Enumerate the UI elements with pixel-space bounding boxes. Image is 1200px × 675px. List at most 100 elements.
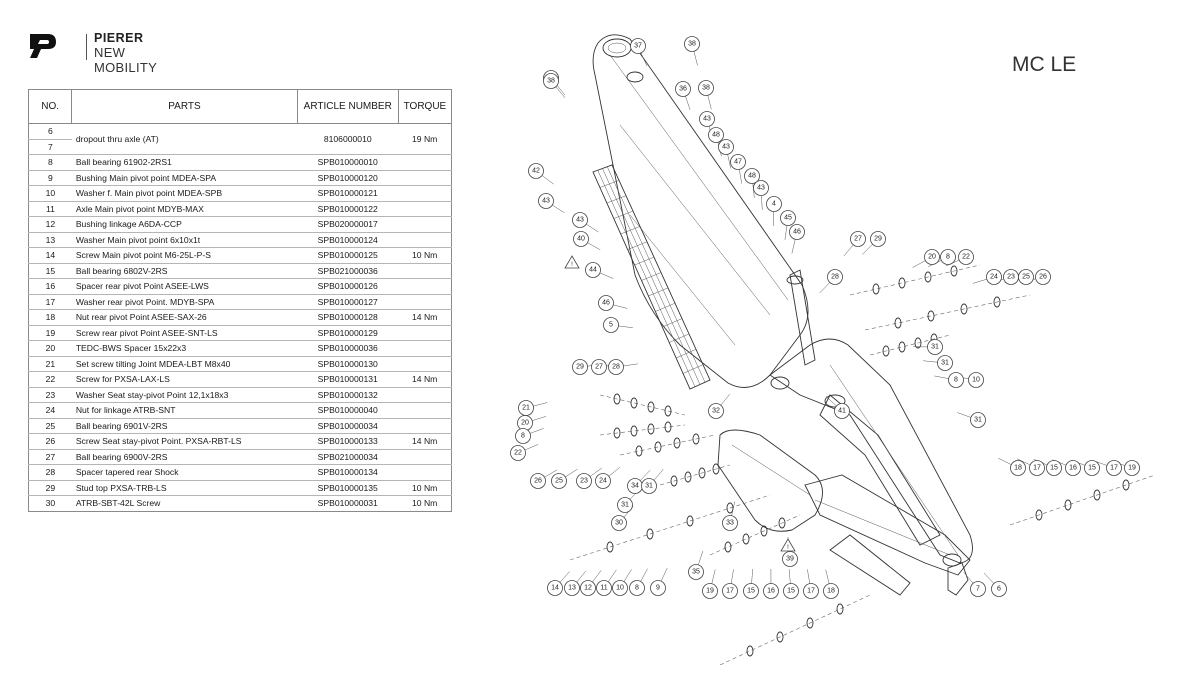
callout-label: 14 [551,585,559,592]
cell-torque [398,402,453,419]
callout-47: 47 [730,154,746,170]
callout-37: 37 [630,38,646,54]
cell-part: Washer rear pivot Point. MDYB-SPA [71,294,298,310]
cell-article: SPB020000017 [297,216,399,233]
callout-40: 40 [573,231,589,247]
dropout [947,562,969,596]
cell-part: ATRB-SBT-42L Screw [71,495,298,512]
callout-label: 21 [522,405,530,412]
callout-38: 38 [684,36,700,52]
callout-label: 24 [599,478,607,485]
callout-17: 17 [1029,460,1045,476]
callout-15: 15 [1046,460,1062,476]
callout-label: 28 [612,364,620,371]
logo-separator [86,34,87,60]
cell-part: Ball bearing 6802V-2RS [71,263,298,279]
callout-label: 42 [532,168,540,175]
cell-article: SPB010000130 [297,356,399,372]
callout-29: 29 [572,359,588,375]
cell-article: SPB010000126 [297,278,399,295]
cell-no: 29 [27,480,72,496]
callout-8: 8 [629,580,645,596]
callout-label: 8 [521,433,525,440]
callout-label: 15 [747,588,755,595]
callout-23: 23 [576,473,592,489]
callout-34: 34 [627,478,643,494]
callout-4: 4 [766,196,782,212]
callout-label: 18 [1014,465,1022,472]
cell-part: Screw for PXSA-LAX-LS [71,371,298,388]
cell-part: Washer Main pivot point 6x10x1t [71,232,298,248]
cell-part: Ball bearing 6900V-2RS [71,449,298,465]
callout-30: 30 [611,515,627,531]
cell-torque [398,325,453,341]
cell-torque [398,232,453,248]
cell-no: 15 [27,263,72,279]
cell-torque [398,418,453,434]
cell-torque: 19 Nm [398,123,453,155]
callout-label: 26 [1039,274,1047,281]
cell-no: 7 [27,139,72,155]
brand-name: PIERER [94,31,144,45]
callout-24: 24 [595,473,611,489]
callout-31: 31 [641,478,657,494]
header-no: NO. [27,89,73,124]
cell-no: 9 [27,170,72,186]
cell-part: Ball bearing 6901V-2RS [71,418,298,434]
cell-torque [398,294,453,310]
callout-label: 15 [787,588,795,595]
callouts: 3837363836384843434748434454642434340444… [510,36,1140,599]
table-row: 7 [27,139,452,155]
cell-no: 30 [27,495,72,512]
cell-article: SPB010000121 [297,185,399,202]
callout-31: 31 [970,412,986,428]
callout-label: 35 [692,569,700,576]
callout-26: 26 [530,473,546,489]
callout-label: 30 [615,520,623,527]
callout-label: 11 [600,585,607,592]
callout-10: 10 [612,580,628,596]
callout-label: 19 [1128,465,1136,472]
callout-21: 21 [518,400,534,416]
callout-22: 22 [958,249,974,265]
callout-label: 31 [974,417,982,424]
cell-article: SPB010000122 [297,201,399,217]
callout-label: 23 [580,478,588,485]
callout-6: 6 [991,581,1007,597]
callout-16: 16 [1065,460,1081,476]
callout-label: 31 [621,502,629,509]
cell-part: Screw rear pivot Point ASEE-SNT-LS [71,325,298,341]
cell-article: SPB010000133 [297,433,399,450]
callout-10: 10 [968,372,984,388]
callout-label: 46 [793,229,801,236]
cell-part: Spacer rear pivot Point ASEE-LWS [71,278,298,295]
callout-23: 23 [1003,269,1019,285]
callout-36: 36 [675,81,691,97]
cell-torque [398,464,453,481]
cell-article: 8106000010 [297,123,399,155]
cell-torque [398,449,453,465]
callout-19: 19 [1124,460,1140,476]
callout-label: 36 [679,86,687,93]
cell-torque: 10 Nm [398,247,453,264]
cell-article: SPB010000128 [297,309,399,326]
callout-label: 38 [702,85,710,92]
cell-article: SPB010000127 [297,294,399,310]
cell-article: SPB010000031 [297,495,399,512]
callout-label: 46 [602,300,610,307]
callout-8: 8 [940,249,956,265]
callout-27: 27 [591,359,607,375]
callout-label: 27 [854,236,862,243]
motor-housing [717,429,823,532]
